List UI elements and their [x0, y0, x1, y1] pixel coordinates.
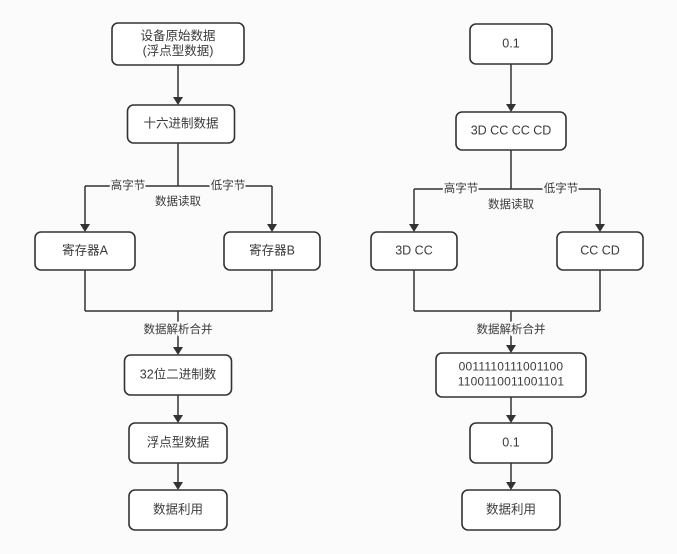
node-label: 设备原始数据	[140, 28, 215, 43]
edge-label-halo: 低字节	[211, 178, 246, 192]
arrow-head-icon	[173, 482, 183, 490]
arrow-head-icon	[173, 97, 183, 105]
node-bin32[interactable]: 32位二进制数	[123, 354, 233, 396]
node-label: 3D CC CC CD	[471, 123, 552, 137]
node-box	[469, 23, 553, 65]
node-box	[435, 352, 587, 398]
node-box	[128, 422, 228, 464]
edge-e-hexfull-split	[413, 150, 601, 226]
arrow-head-icon	[595, 224, 605, 232]
node-box	[556, 231, 644, 271]
edges-layer	[80, 64, 605, 490]
node-box	[469, 422, 553, 464]
node-box	[455, 111, 567, 151]
edge-e-hex-merge	[413, 270, 601, 347]
node-label: 寄存器B	[249, 242, 295, 257]
node-use2[interactable]: 数据利用	[461, 489, 561, 531]
node-hex-hi[interactable]: 3D CC	[370, 231, 458, 271]
node-box	[128, 489, 228, 531]
node-label: CC CD	[580, 243, 620, 257]
edge-label-halo: 高字节	[444, 181, 479, 195]
node-float[interactable]: 浮点型数据	[128, 422, 228, 464]
edge-e-hex-split	[84, 143, 273, 226]
arrow-head-icon	[80, 224, 90, 232]
edge-label-halo: 数据读取	[155, 194, 201, 208]
node-label: 寄存器A	[62, 242, 109, 257]
node-label: 0.1	[502, 435, 519, 449]
edge-label-data-read-2: 数据读取	[488, 197, 534, 211]
node-label: 32位二进制数	[140, 366, 217, 381]
node-regA[interactable]: 寄存器A	[34, 231, 136, 271]
edge-label-halo: 数据读取	[488, 197, 534, 211]
node-hex-lo[interactable]: CC CD	[556, 231, 644, 271]
node-label: 数据利用	[486, 501, 536, 516]
node-regB[interactable]: 寄存器B	[223, 231, 321, 271]
edge-label-halo: 高字节	[111, 178, 146, 192]
arrow-head-icon	[267, 224, 277, 232]
arrow-head-icon	[506, 482, 516, 490]
node-box	[370, 231, 458, 271]
arrow-head-icon	[173, 415, 183, 423]
node-box	[461, 489, 561, 531]
node-box	[126, 104, 236, 144]
node-use[interactable]: 数据利用	[128, 489, 228, 531]
node-label: 浮点型数据	[147, 434, 210, 449]
edge-label-parse-merge-2: 数据解析合并	[477, 322, 546, 336]
edge-label-data-read: 数据读取	[155, 194, 201, 208]
node-label: (浮点型数据)	[143, 43, 214, 58]
node-label: 1100110011001101	[458, 375, 565, 389]
node-src[interactable]: 设备原始数据(浮点型数据)	[111, 22, 245, 66]
arrow-head-icon	[409, 224, 419, 232]
node-label: 0.1	[502, 36, 519, 50]
node-hex-full[interactable]: 3D CC CC CD	[455, 111, 567, 151]
edge-label-low-byte-2: 低字节	[544, 181, 579, 195]
node-box	[34, 231, 136, 271]
node-label: 0011110111001100	[459, 360, 564, 374]
edge-label-high-byte: 高字节	[111, 178, 146, 192]
node-box	[111, 22, 245, 66]
arrow-head-icon	[506, 345, 516, 353]
node-label: 数据利用	[153, 501, 203, 516]
edge-label-high-byte-2: 高字节	[444, 181, 479, 195]
node-label: 3D CC	[395, 243, 433, 257]
node-box	[123, 354, 233, 396]
node-label: 十六进制数据	[143, 115, 218, 130]
node-hex[interactable]: 十六进制数据	[126, 104, 236, 144]
edge-label-halo: 数据解析合并	[144, 322, 213, 336]
arrow-head-icon	[173, 347, 183, 355]
node-val-out[interactable]: 0.1	[469, 422, 553, 464]
node-box	[223, 231, 321, 271]
edge-label-low-byte: 低字节	[211, 178, 246, 192]
edge-label-parse-merge: 数据解析合并	[144, 322, 213, 336]
edge-label-halo: 低字节	[544, 181, 579, 195]
edge-label-halo: 数据解析合并	[477, 322, 546, 336]
arrow-head-icon	[506, 415, 516, 423]
edge-e-regA-merge	[84, 270, 273, 349]
arrow-head-icon	[506, 104, 516, 112]
edge-labels-layer: 高字节高字节低字节低字节数据读取数据读取数据解析合并数据解析合并高字节高字节低字…	[109, 176, 581, 338]
node-val-in[interactable]: 0.1	[469, 23, 553, 65]
